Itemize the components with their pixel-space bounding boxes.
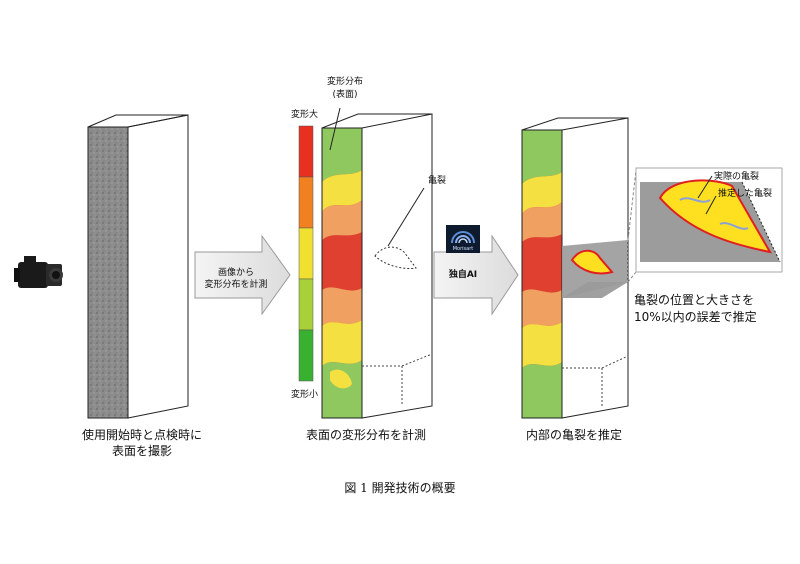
scale-segment bbox=[298, 125, 314, 178]
result-line2: 10%以内の誤差で推定 bbox=[634, 310, 757, 324]
scale-segment bbox=[298, 176, 314, 229]
surface-label-line1: 変形分布 bbox=[326, 77, 364, 87]
crack-label: 亀裂 bbox=[428, 176, 447, 186]
arrow-label-line2: 変形分布を計測 bbox=[204, 280, 268, 290]
deformation-map-surface-2 bbox=[522, 130, 562, 418]
arrow-label-line1: 画像から bbox=[217, 268, 255, 278]
step3-label: 内部の亀裂を推定 bbox=[525, 428, 623, 442]
estimated-column bbox=[521, 117, 629, 419]
legend-actual-crack: 実際の亀裂 bbox=[714, 172, 760, 182]
step1-label-line2: 表面を撮影 bbox=[111, 444, 173, 458]
result-line1: 亀裂の位置と大きさを bbox=[634, 293, 755, 307]
arrow-measure bbox=[194, 234, 291, 316]
scale-max-label: 変形大 bbox=[291, 110, 319, 120]
ai-logo: Morisart bbox=[446, 225, 480, 253]
ai-logo-icon bbox=[451, 231, 475, 244]
scale-min-label: 変形小 bbox=[291, 390, 319, 400]
surface-label-line2: (表面) bbox=[332, 90, 358, 100]
estimated-crack bbox=[570, 249, 614, 275]
arrow-estimate bbox=[433, 234, 519, 316]
deformation-map-surface bbox=[322, 128, 362, 418]
deformation-scale-bar bbox=[298, 125, 314, 382]
zoom-callout bbox=[627, 167, 783, 283]
deformation-column bbox=[321, 107, 433, 419]
legend-estimated-crack: 推定した亀裂 bbox=[718, 189, 773, 199]
ai-label: 独自AI bbox=[448, 270, 478, 280]
figure-caption: 図 1 開発技術の概要 bbox=[344, 481, 456, 495]
scale-segment bbox=[298, 278, 314, 331]
step1-label-line1: 使用開始時と点検時に bbox=[81, 428, 203, 442]
concrete-column bbox=[87, 114, 189, 419]
camera-icon bbox=[14, 256, 63, 288]
logo-text: Morisart bbox=[452, 246, 474, 252]
step2-label: 表面の変形分布を計測 bbox=[305, 428, 427, 442]
scale-segment bbox=[298, 329, 314, 382]
scale-segment bbox=[298, 227, 314, 280]
